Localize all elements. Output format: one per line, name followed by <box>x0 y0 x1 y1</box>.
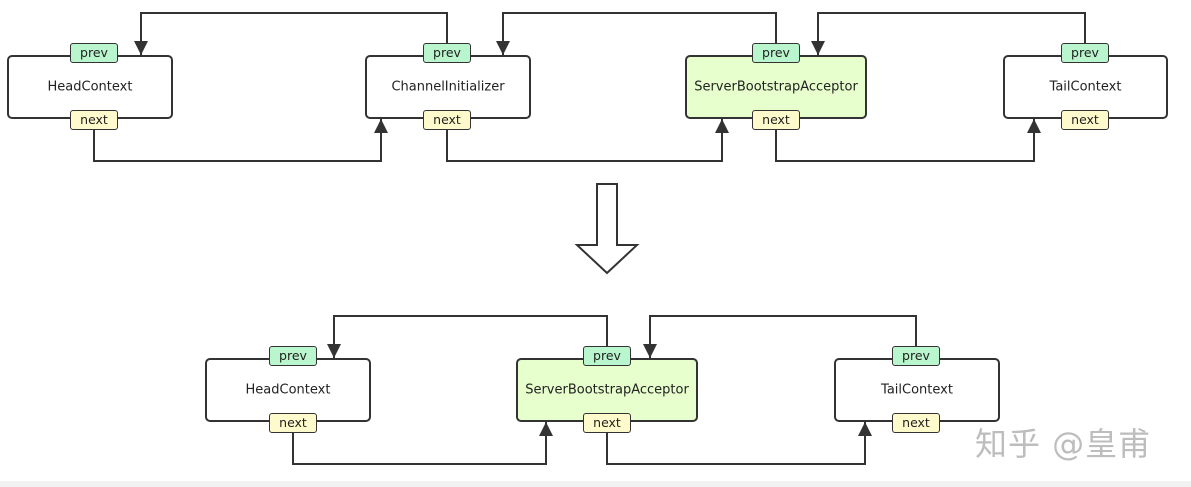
after-next-link-2 <box>606 422 872 465</box>
next-pointer-tag: next <box>1061 110 1109 130</box>
prev-pointer-tag: prev <box>423 43 471 63</box>
node-label: ServerBootstrapAcceptor <box>694 79 858 95</box>
next-pointer-tag: next <box>583 413 631 433</box>
prev-pointer-tag: prev <box>70 43 118 63</box>
prev-pointer-tag: prev <box>892 346 940 366</box>
node-label: HeadContext <box>245 382 331 398</box>
before-next-link-2 <box>446 119 729 162</box>
next-pointer-tag: next <box>70 110 118 130</box>
after-prev-link-2 <box>643 315 917 358</box>
node-label: TailContext <box>881 382 953 398</box>
before-next-link-1 <box>93 119 388 162</box>
next-pointer-tag: next <box>423 110 471 130</box>
node-label: ServerBootstrapAcceptor <box>525 382 689 398</box>
before-prev-link-1 <box>134 12 448 55</box>
before-next-link-3 <box>775 119 1041 162</box>
watermark: 知乎 @皇甫 <box>975 425 1152 463</box>
next-pointer-tag: next <box>269 413 317 433</box>
node-label: HeadContext <box>47 79 133 95</box>
prev-pointer-tag: prev <box>1061 43 1109 63</box>
node-label: TailContext <box>1049 79 1122 95</box>
next-pointer-tag: next <box>752 110 800 130</box>
after-prev-link-1 <box>327 315 608 358</box>
prev-pointer-tag: prev <box>752 43 800 63</box>
prev-pointer-tag: prev <box>269 346 317 366</box>
after-node-tail-context: TailContext <box>834 358 1000 422</box>
next-pointer-tag: next <box>892 413 940 433</box>
transition-arrow <box>574 183 640 275</box>
prev-pointer-tag: prev <box>583 346 631 366</box>
before-node-head-context: HeadContext <box>7 55 173 119</box>
before-prev-link-3 <box>811 12 1086 55</box>
node-label: ChannelInitializer <box>391 79 505 95</box>
after-next-link-1 <box>292 422 553 465</box>
bottom-strip <box>0 481 1191 487</box>
before-prev-link-2 <box>496 12 777 55</box>
